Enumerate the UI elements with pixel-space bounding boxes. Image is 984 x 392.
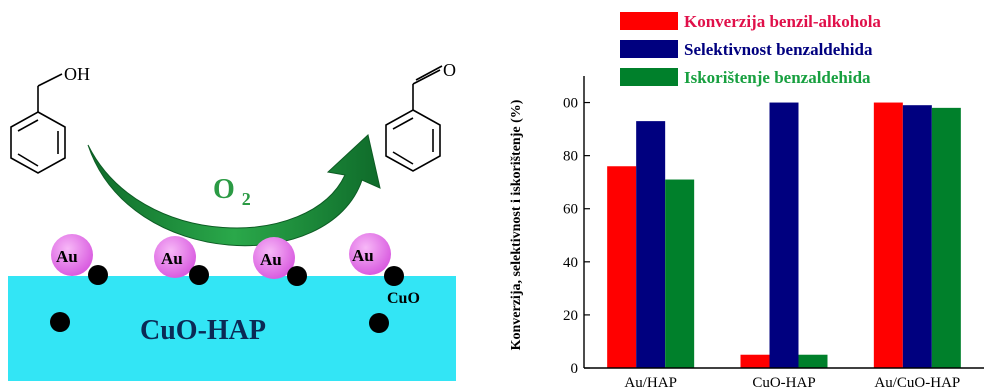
- au-label-1: Au: [56, 247, 78, 266]
- legend-label-1: Konverzija benzil-alkohola: [684, 12, 881, 31]
- y-axis-title: Konverzija, selektivnost i iskorištenje …: [509, 99, 524, 350]
- x-tick-label: Au/CuO-HAP: [874, 375, 960, 391]
- legend-swatch-1: [620, 12, 678, 30]
- oxidant-symbol: O: [213, 174, 235, 205]
- hydroxyl-label: OH: [64, 64, 90, 84]
- chart-bars: [607, 102, 961, 368]
- bar-chart: Konverzija benzil-alkohola Selektivnost …: [509, 12, 984, 391]
- benzaldehyde-structure: [385, 65, 443, 172]
- cuo-dots: [50, 265, 404, 333]
- bar-3-au-hap: [665, 179, 695, 368]
- bar-3-cuo-hap: [798, 354, 828, 368]
- benzyl-alcohol-structure: [10, 73, 66, 174]
- cuo-label: CuO: [387, 290, 420, 307]
- x-tick-label: CuO-HAP: [752, 375, 815, 391]
- au-label-2: Au: [161, 249, 183, 268]
- oxidant-label: O 2: [213, 174, 251, 209]
- bar-1-au-cuo-hap: [873, 102, 903, 368]
- bar-2-cuo-hap: [769, 102, 799, 368]
- y-ticks: 0 20 40 60 80 00: [563, 96, 590, 377]
- bar-2-au-cuo-hap: [902, 105, 932, 368]
- bar-2-au-hap: [636, 121, 666, 368]
- au-label-4: Au: [352, 246, 374, 265]
- carbonyl-label: O: [443, 60, 456, 80]
- reaction-arrow: [87, 134, 381, 247]
- y-tick-label: 0: [571, 361, 579, 377]
- chart-legend: Konverzija benzil-alkohola Selektivnost …: [620, 12, 881, 87]
- x-tick-label: Au/HAP: [624, 375, 677, 391]
- bar-1-cuo-hap: [740, 354, 770, 368]
- gold-particles: [51, 233, 391, 279]
- x-ticks: Au/HAP CuO-HAP Au/CuO-HAP: [624, 375, 960, 391]
- oxidant-subscript: 2: [242, 189, 251, 209]
- support-label: CuO-HAP: [140, 315, 266, 346]
- reaction-scheme: OH O O 2 Au Au Au Au CuO CuO-HAP: [8, 60, 456, 381]
- y-tick-label: 40: [563, 255, 578, 271]
- legend-label-3: Iskorištenje benzaldehida: [684, 68, 871, 87]
- y-tick-label: 00: [563, 96, 578, 112]
- au-label-3: Au: [260, 250, 282, 269]
- bar-3-au-cuo-hap: [931, 107, 961, 368]
- y-tick-label: 20: [563, 308, 578, 324]
- legend-swatch-2: [620, 40, 678, 58]
- y-tick-label: 60: [563, 202, 578, 218]
- legend-swatch-3: [620, 68, 678, 86]
- y-tick-label: 80: [563, 149, 578, 165]
- bar-1-au-hap: [607, 166, 637, 368]
- legend-label-2: Selektivnost benzaldehida: [684, 40, 873, 59]
